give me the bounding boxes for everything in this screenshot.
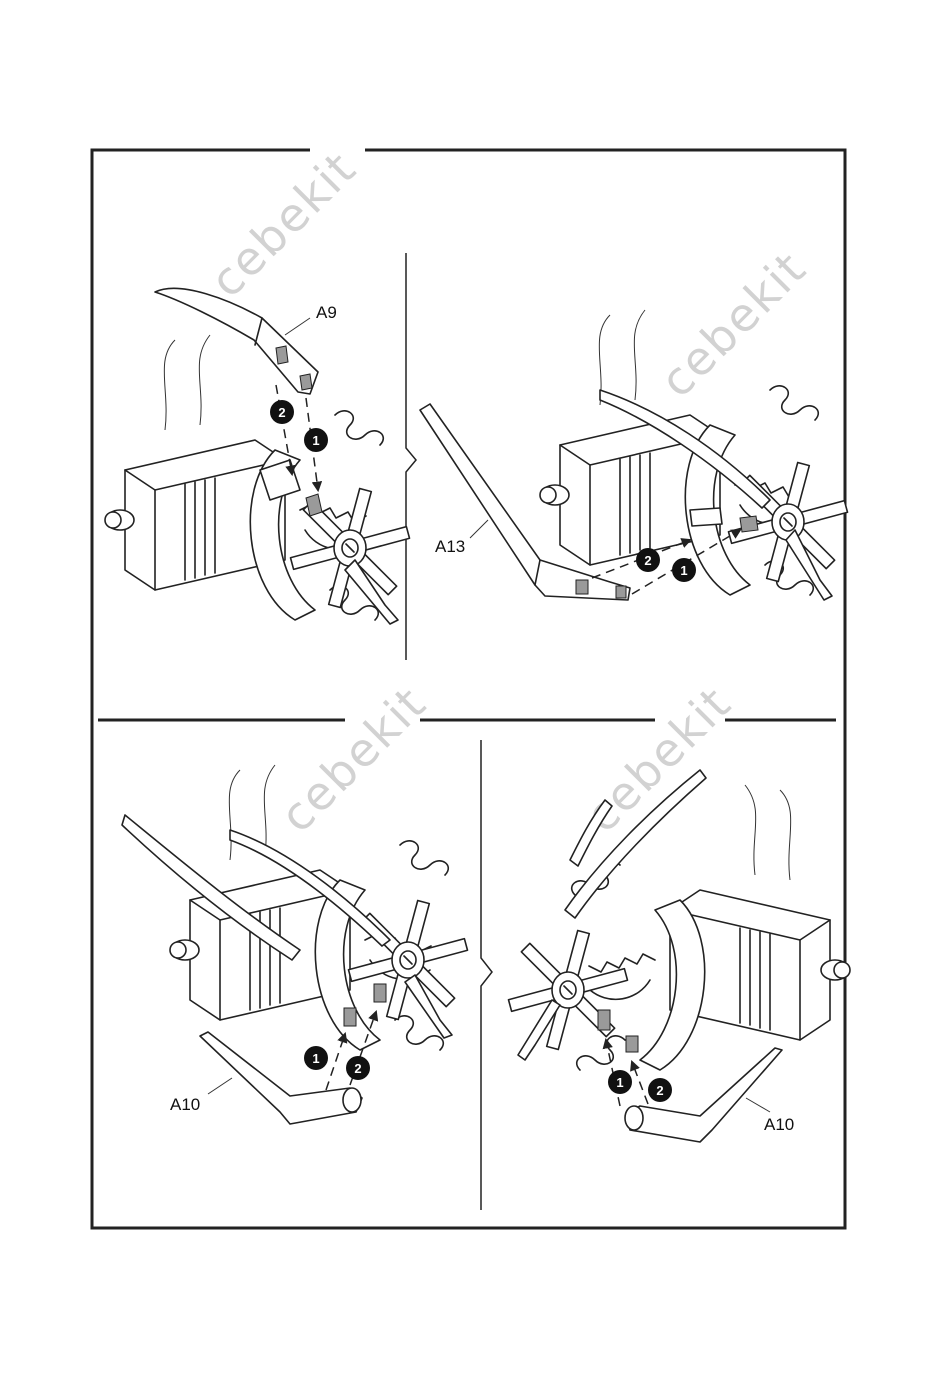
svg-text:1: 1 xyxy=(312,433,319,448)
motor-assembly-illustration xyxy=(105,335,410,624)
step-badge-1: 1 xyxy=(608,1070,632,1094)
svg-text:1: 1 xyxy=(680,563,687,578)
svg-text:2: 2 xyxy=(656,1083,663,1098)
panel-bottom-right: A10 1 2 xyxy=(508,770,850,1142)
arrow-step-1 xyxy=(326,1034,345,1090)
svg-text:1: 1 xyxy=(312,1051,319,1066)
svg-text:2: 2 xyxy=(354,1061,361,1076)
part-label: A9 xyxy=(316,303,337,322)
step-badge-1: 1 xyxy=(672,558,696,582)
part-label: A13 xyxy=(435,537,465,556)
part-label: A10 xyxy=(170,1095,200,1114)
motor-assembly-illustration xyxy=(508,770,850,1070)
step-badge-2: 2 xyxy=(648,1078,672,1102)
svg-text:1: 1 xyxy=(616,1075,623,1090)
watermark-2: cebekit xyxy=(650,241,817,408)
step-badge-2: 2 xyxy=(270,400,294,424)
panel-top-right: A13 2 1 xyxy=(420,310,848,600)
part-label: A10 xyxy=(764,1115,794,1134)
svg-text:2: 2 xyxy=(644,553,651,568)
leader-line xyxy=(470,520,488,538)
leader-line xyxy=(285,318,310,335)
leader-line xyxy=(208,1078,232,1094)
panel-top-left: A9 2 1 xyxy=(105,288,410,624)
svg-text:2: 2 xyxy=(278,405,285,420)
part-a10-illustration xyxy=(200,1032,362,1124)
arrow-step-2 xyxy=(632,1062,648,1104)
watermark-3: cebekit xyxy=(270,676,437,843)
leader-line xyxy=(746,1098,770,1112)
panel-dividers xyxy=(98,253,836,1210)
watermark-1: cebekit xyxy=(200,141,367,308)
step-badge-1: 1 xyxy=(304,1046,328,1070)
step-badge-2: 2 xyxy=(346,1056,370,1080)
step-badge-1: 1 xyxy=(304,428,328,452)
step-badge-2: 2 xyxy=(636,548,660,572)
